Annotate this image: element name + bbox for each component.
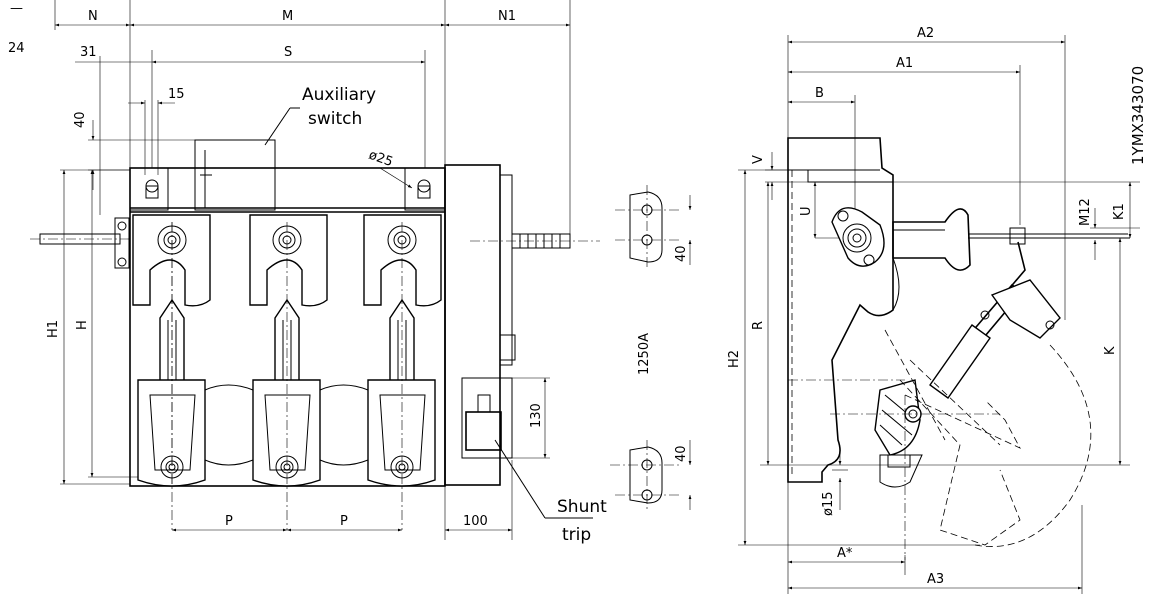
dim-K1: K1 — [1112, 203, 1127, 220]
rating-label: 1250A — [637, 333, 652, 375]
dim-A2: A2 — [917, 26, 934, 41]
dim-15: 15 — [168, 87, 185, 102]
dim-40-top: 40 — [73, 111, 88, 128]
dim-K: K — [1103, 346, 1118, 355]
dim-H: H — [75, 320, 90, 330]
dim-40-terminal-top: 40 — [674, 245, 689, 262]
dim-100: 100 — [463, 514, 488, 529]
dim-40-terminal-bottom: 40 — [674, 445, 689, 462]
label-aux-1: Auxiliary — [302, 85, 376, 105]
dim-H1: H1 — [46, 320, 61, 338]
dim-P-2: P — [340, 514, 348, 529]
label-shunt-1: Shunt — [557, 497, 607, 517]
dim-H2: H2 — [727, 350, 742, 368]
dim-S: S — [284, 45, 292, 60]
pole-3 — [363, 214, 442, 530]
page-number-text: 24 — [8, 41, 25, 56]
dim-A1: A1 — [896, 56, 913, 71]
front-view: N M N1 S 31 15 40 H1 H — [30, 0, 607, 545]
dim-phi15: ø15 — [821, 492, 836, 517]
page-number: — 24 — [8, 1, 25, 56]
dim-A3: A3 — [927, 572, 944, 587]
label-shunt-2: trip — [562, 525, 591, 545]
page-dash: — — [10, 1, 23, 16]
reference-code: 1YMX343070 — [1129, 66, 1147, 165]
dim-M12: M12 — [1078, 198, 1093, 226]
pole-2 — [249, 214, 328, 530]
dim-M: M — [282, 9, 293, 24]
dim-P-1: P — [225, 514, 233, 529]
dim-Astar: A* — [837, 546, 853, 561]
dim-phi25: ø25 — [367, 148, 395, 170]
dim-U: U — [799, 206, 814, 216]
dim-31: 31 — [80, 45, 97, 60]
dim-B: B — [815, 86, 824, 101]
dim-V: V — [751, 155, 766, 164]
terminal-detail: 40 1250A 40 — [610, 185, 692, 510]
label-aux-2: switch — [308, 109, 362, 129]
pole-1 — [132, 214, 211, 487]
dim-R: R — [751, 321, 766, 330]
dim-N1: N1 — [498, 9, 516, 24]
dim-130: 130 — [529, 403, 544, 428]
dim-N: N — [88, 9, 98, 24]
side-view: A2 A1 B V U M12 — [727, 26, 1140, 594]
